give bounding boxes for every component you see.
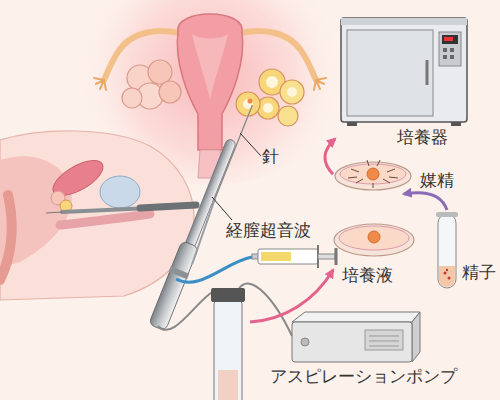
flow-arrow	[404, 193, 447, 210]
part-label: 経膣超音波	[226, 220, 311, 240]
node-label: 媒精	[420, 170, 454, 190]
node-label: 精子	[462, 262, 496, 282]
flow-arrow	[325, 139, 335, 174]
node-label: 培養器	[397, 127, 448, 147]
node-label: アスピレーションポンプ	[270, 366, 457, 386]
insemination-dish: 媒精	[333, 150, 451, 194]
incubator: 培養器	[335, 10, 475, 150]
culture-dish: 培養液	[328, 214, 420, 288]
part-label: 針	[262, 146, 279, 166]
sperm-tube: 精子	[435, 210, 495, 292]
node-label: 培養液	[342, 265, 393, 285]
aspiration-pump: アスピレーションポンプ	[265, 310, 490, 392]
